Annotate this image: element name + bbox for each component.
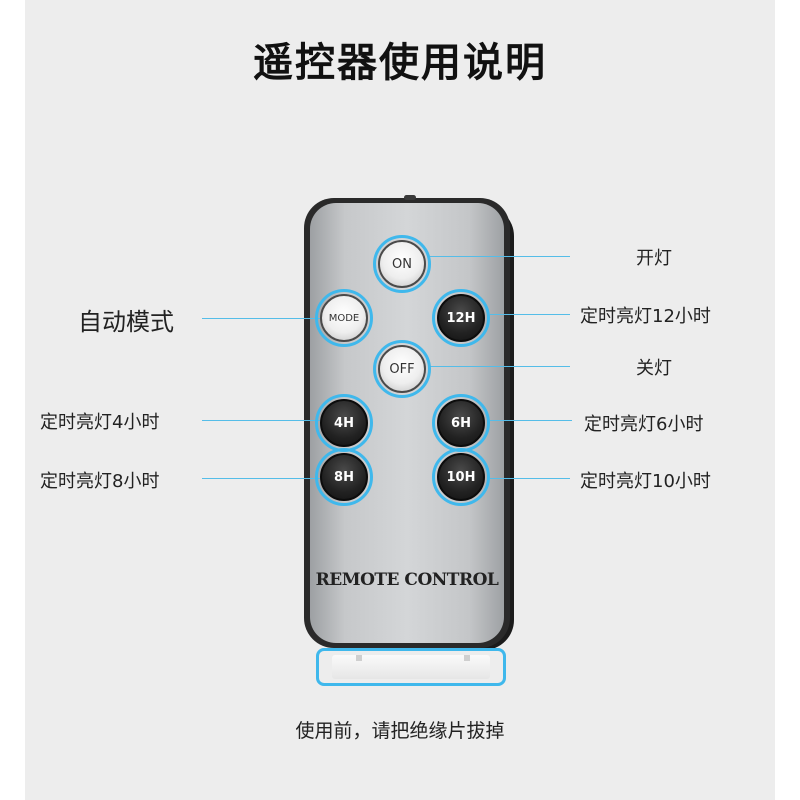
label-6h: 定时亮灯6小时 [584,414,704,435]
remote-brand-text: REMOTE CONTROL [315,570,499,590]
highlight-ring-12h [432,289,490,347]
highlight-ring-10h [432,448,490,506]
connector-on [430,256,570,257]
label-mode: 自动模式 [78,308,174,336]
6h-button-label: 6H [451,415,471,431]
page-title: 遥控器使用说明 [253,40,547,86]
usage-note: 使用前，请把绝缘片拔掉 [295,720,505,742]
highlight-ring-on [373,235,431,293]
label-off: 关灯 [636,358,672,379]
tab-slot-right [464,655,470,661]
mode-button[interactable]: MODE [320,294,368,342]
connector-10h [490,478,570,479]
12h-button[interactable]: 12H [437,294,485,342]
connector-8h [202,478,320,479]
connector-12h [490,314,570,315]
4h-button-label: 4H [334,415,354,431]
connector-off [430,366,570,367]
6h-button[interactable]: 6H [437,399,485,447]
off-button-label: OFF [389,361,415,377]
connector-4h [202,420,320,421]
highlight-ring-mode [315,289,373,347]
insulation-tab-highlight [316,648,506,686]
off-button[interactable]: OFF [378,345,426,393]
label-4h: 定时亮灯4小时 [40,412,160,433]
connector-6h [490,420,572,421]
10h-button[interactable]: 10H [437,453,485,501]
on-button[interactable]: ON [378,240,426,288]
highlight-ring-off [373,340,431,398]
4h-button[interactable]: 4H [320,399,368,447]
on-button-label: ON [392,256,412,272]
ir-emitter-icon [404,195,416,200]
8h-button-label: 8H [334,469,354,485]
connector-mode [202,318,320,319]
label-12h: 定时亮灯12小时 [580,306,711,327]
12h-button-label: 12H [446,310,476,326]
tab-slot-left [356,655,362,661]
label-10h: 定时亮灯10小时 [580,471,711,492]
highlight-ring-8h [315,448,373,506]
10h-button-label: 10H [446,469,476,485]
label-8h: 定时亮灯8小时 [40,471,160,492]
mode-button-label: MODE [328,312,360,324]
8h-button[interactable]: 8H [320,453,368,501]
label-on: 开灯 [636,248,672,269]
